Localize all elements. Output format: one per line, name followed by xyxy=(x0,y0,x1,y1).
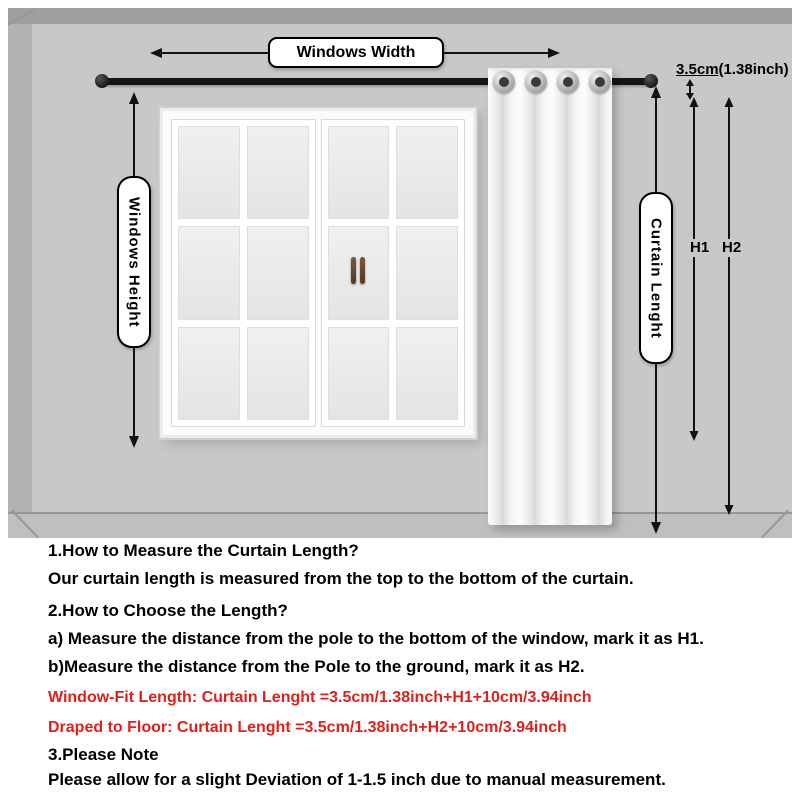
left-wall-band xyxy=(8,24,32,512)
instruction-line-draped-floor: Draped to Floor: Curtain Lenght =3.5cm/1… xyxy=(48,719,567,736)
instruction-line-window-fit: Window-Fit Length: Curtain Lenght =3.5cm… xyxy=(48,689,592,706)
window-handle xyxy=(351,257,356,284)
pole-gap-value: 3.5cm xyxy=(676,61,719,78)
curtain-grommet xyxy=(589,71,611,93)
pole-gap-unit: (1.38inch) xyxy=(718,61,789,78)
rod-finial-right xyxy=(644,74,658,88)
curtain-rod xyxy=(104,78,650,85)
h1-measure-arrow xyxy=(689,97,699,441)
window-pane xyxy=(246,226,309,320)
window-pane xyxy=(246,326,309,420)
window-sash-left xyxy=(171,119,316,427)
h1-label: H1 xyxy=(688,239,712,257)
h2-measure-arrow xyxy=(724,97,734,515)
windows-width-label: Windows Width xyxy=(268,37,444,68)
curtain-panel xyxy=(488,68,612,525)
window-pane xyxy=(178,326,240,420)
instruction-line-note-body: Please allow for a slight Deviation of 1… xyxy=(48,770,666,789)
window-pane xyxy=(327,126,390,220)
curtain-length-label: Curtain Lenght xyxy=(639,192,673,364)
h2-label: H2 xyxy=(720,239,744,257)
window-pane xyxy=(327,326,390,420)
window-pane xyxy=(396,326,458,420)
curtain-grommet xyxy=(557,71,579,93)
window-pane xyxy=(246,126,309,220)
curtain-grommet xyxy=(493,71,515,93)
window-pane xyxy=(396,226,458,320)
window-sash-right xyxy=(320,119,465,427)
instruction-line-note-title: 3.Please Note xyxy=(48,745,159,764)
window-pane xyxy=(396,126,458,220)
window-handle xyxy=(360,257,365,284)
pole-gap-label: 3.5cm(1.38inch) xyxy=(676,61,789,78)
window-pane xyxy=(178,126,240,220)
curtain-grommet xyxy=(525,71,547,93)
window-pane xyxy=(327,226,390,320)
window-pane xyxy=(178,226,240,320)
instruction-line-5: b)Measure the distance from the Pole to … xyxy=(48,657,585,676)
instruction-line-3: 2.How to Choose the Length? xyxy=(48,601,288,620)
instruction-line-2: Our curtain length is measured from the … xyxy=(48,569,634,588)
instruction-line-4: a) Measure the distance from the pole to… xyxy=(48,629,704,648)
instruction-line-1: 1.How to Measure the Curtain Length? xyxy=(48,541,359,560)
windows-height-label: Windows Height xyxy=(117,176,151,348)
ceiling-band xyxy=(8,8,792,24)
floor-band xyxy=(8,512,792,538)
pole-gap-arrow xyxy=(686,79,694,100)
window xyxy=(160,108,476,438)
rod-finial-left xyxy=(95,74,109,88)
